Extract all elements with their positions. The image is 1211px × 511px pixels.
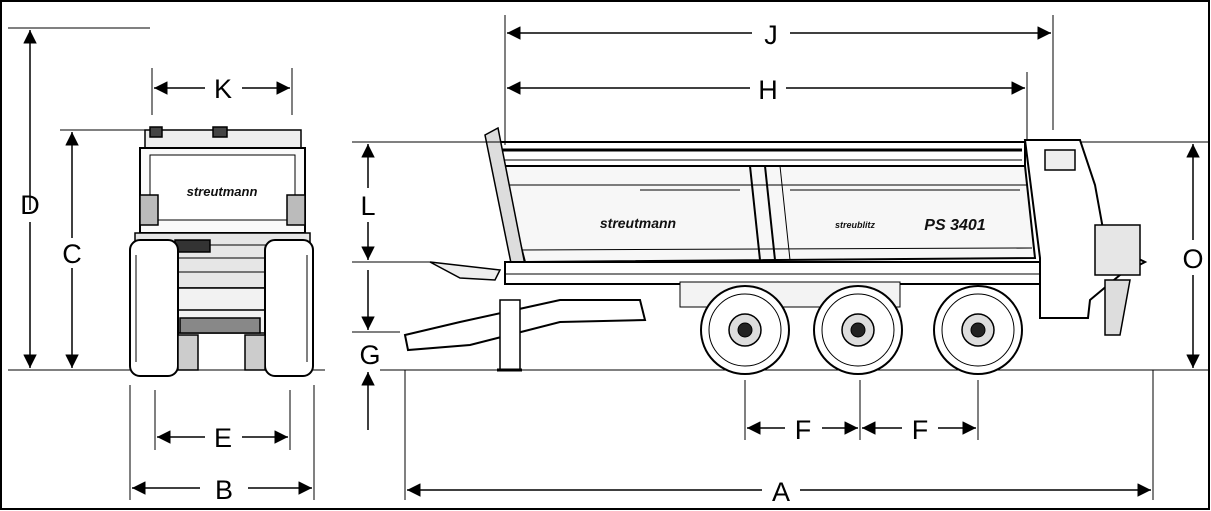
label-J: J	[764, 20, 778, 50]
label-E: E	[214, 423, 232, 453]
side-logo: streutmann	[600, 215, 676, 231]
label-K: K	[214, 74, 232, 104]
label-C: C	[62, 239, 82, 269]
label-H: H	[758, 75, 778, 105]
side-view-spreader	[380, 126, 1200, 372]
label-D: D	[20, 190, 40, 220]
rear-logo: streutmann	[187, 184, 258, 199]
rear-left-tyre	[129, 239, 179, 377]
model-badge: PS 3401	[924, 217, 985, 234]
label-O: O	[1182, 244, 1203, 274]
rear-view-spreader	[8, 126, 325, 377]
wheel-3	[933, 285, 1023, 375]
label-A: A	[772, 477, 790, 507]
side-badge: streublitz	[835, 220, 876, 230]
label-F-first: F	[795, 415, 812, 445]
wheels	[700, 285, 1023, 375]
wheel-1	[700, 285, 790, 375]
label-L: L	[360, 191, 375, 221]
wheel-2	[813, 285, 903, 375]
label-G: G	[359, 340, 380, 370]
label-F-second: F	[912, 415, 929, 445]
label-B: B	[215, 475, 233, 505]
dimension-labels: D C K E B J H L G O F F A	[20, 20, 1203, 507]
dimension-lines	[8, 15, 1208, 500]
rear-right-tyre	[264, 239, 314, 377]
